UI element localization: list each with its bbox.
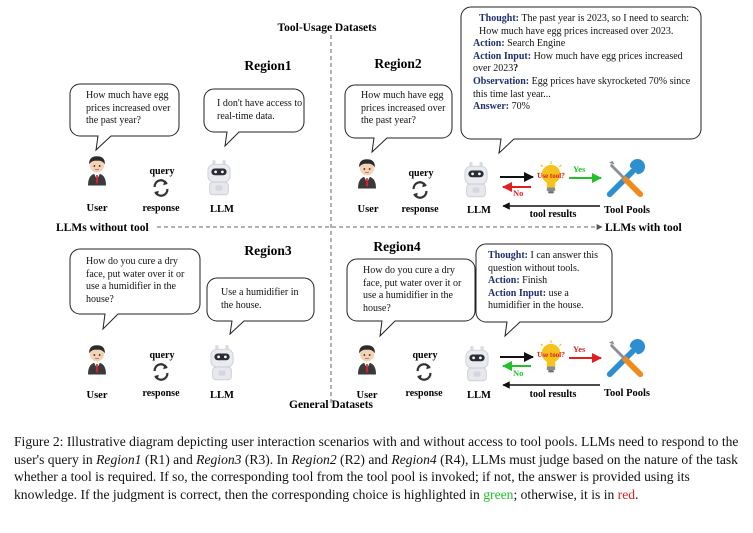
r1-query-label: query bbox=[150, 166, 175, 177]
r4-cycle-icon bbox=[417, 364, 431, 380]
r4-no-label: No bbox=[513, 368, 523, 378]
r2-use-tool-label: Use tool? bbox=[537, 172, 565, 180]
region2-title: Region2 bbox=[374, 56, 422, 71]
r2-tool-pools-label: Tool Pools bbox=[604, 205, 650, 216]
r4-tool-results-label: tool results bbox=[530, 389, 577, 400]
r4-tool-pools-label: Tool Pools bbox=[604, 388, 650, 399]
r2-llm-icon bbox=[465, 162, 487, 197]
r1-cycle-icon bbox=[154, 180, 168, 196]
r2-action: Search Engine bbox=[507, 38, 565, 49]
r2-observation-label: Observation: bbox=[473, 76, 529, 87]
r3-cycle-icon bbox=[154, 364, 168, 380]
r4-query-label: query bbox=[413, 350, 438, 361]
r1-response-label: response bbox=[142, 203, 180, 214]
r2-action-label: Action: bbox=[473, 38, 505, 49]
caption-part-6: ; otherwise, it is in bbox=[513, 487, 617, 502]
r3-llm-label: LLM bbox=[210, 390, 234, 401]
r4-thought-label: Thought: bbox=[488, 250, 528, 261]
r2-tools-icon bbox=[609, 159, 645, 194]
r3-user-label: User bbox=[87, 390, 108, 401]
r4-llm-icon bbox=[466, 346, 488, 381]
axis-label-right: LLMs with tool bbox=[605, 222, 682, 234]
r4-llm-label: LLM bbox=[467, 390, 491, 401]
r4-response-label: response bbox=[405, 388, 443, 399]
r1-user-icon bbox=[88, 156, 106, 185]
caption-region3: Region3 bbox=[196, 452, 241, 467]
r3-user-icon bbox=[88, 345, 106, 374]
r2-tool-results-label: tool results bbox=[530, 209, 577, 220]
r4-user-icon bbox=[358, 345, 376, 374]
caption-part-3: (R3). In bbox=[241, 452, 291, 467]
r4-action: Finish bbox=[522, 275, 547, 286]
r2-user-label: User bbox=[358, 204, 379, 215]
r3-llm-text: Use a humidifier in the house. bbox=[221, 287, 313, 312]
r3-user-text: How do you cure a dry face, put water ov… bbox=[86, 256, 198, 306]
axis-label-top: Tool-Usage Datasets bbox=[278, 22, 377, 34]
r4-use-tool-label: Use tool? bbox=[537, 351, 565, 359]
r4-llm-text: Thought: I can answer this question with… bbox=[488, 250, 610, 313]
r4-tools-icon bbox=[609, 339, 645, 374]
caption-part-7: . bbox=[635, 487, 638, 502]
r2-thought-label: Thought: bbox=[479, 13, 519, 24]
caption-green: green bbox=[483, 487, 513, 502]
r2-answer: 70% bbox=[512, 101, 530, 112]
caption-region4: Region4 bbox=[391, 452, 436, 467]
r1-llm-label: LLM bbox=[210, 204, 234, 215]
r2-query-label: query bbox=[409, 168, 434, 179]
r2-llm-label: LLM bbox=[467, 205, 491, 216]
caption-region2: Region2 bbox=[291, 452, 336, 467]
r2-llm-text: Thought: The past year is 2023, so I nee… bbox=[473, 13, 699, 114]
r2-user-text: How much have egg prices increased over … bbox=[361, 90, 453, 128]
r1-llm-icon bbox=[208, 160, 230, 195]
r4-action-input-label: Action Input: bbox=[488, 288, 546, 299]
region3-title: Region3 bbox=[244, 243, 292, 258]
r2-action-input-label: Action Input: bbox=[473, 51, 531, 62]
r2-action-input-mark: ? bbox=[513, 63, 518, 74]
r2-yes-label: Yes bbox=[573, 164, 586, 174]
r1-user-text: How much have egg prices increased over … bbox=[86, 90, 178, 128]
caption-red: red bbox=[618, 487, 635, 502]
r2-answer-label: Answer: bbox=[473, 101, 509, 112]
r2-no-label: No bbox=[513, 188, 523, 198]
r3-response-label: response bbox=[142, 388, 180, 399]
figure-caption: Figure 2: Illustrative diagram depicting… bbox=[14, 433, 742, 503]
r3-llm-icon bbox=[211, 345, 233, 380]
r4-yes-label: Yes bbox=[573, 344, 586, 354]
r1-llm-text: I don't have access to real-time data. bbox=[217, 98, 303, 123]
caption-part-2: (R1) and bbox=[141, 452, 196, 467]
region1-title: Region1 bbox=[244, 58, 292, 73]
caption-region1: Region1 bbox=[96, 452, 141, 467]
region4-title: Region4 bbox=[373, 239, 421, 254]
r2-cycle-icon bbox=[413, 182, 427, 198]
r2-user-icon bbox=[358, 159, 376, 188]
r4-user-label: User bbox=[357, 390, 378, 401]
r2-response-label: response bbox=[401, 204, 439, 215]
r4-action-label: Action: bbox=[488, 275, 520, 286]
axis-label-left: LLMs without tool bbox=[56, 222, 149, 234]
r3-query-label: query bbox=[150, 350, 175, 361]
r1-user-label: User bbox=[87, 203, 108, 214]
caption-part-4: (R2) and bbox=[337, 452, 392, 467]
r4-user-text: How do you cure a dry face, put water ov… bbox=[363, 265, 475, 315]
